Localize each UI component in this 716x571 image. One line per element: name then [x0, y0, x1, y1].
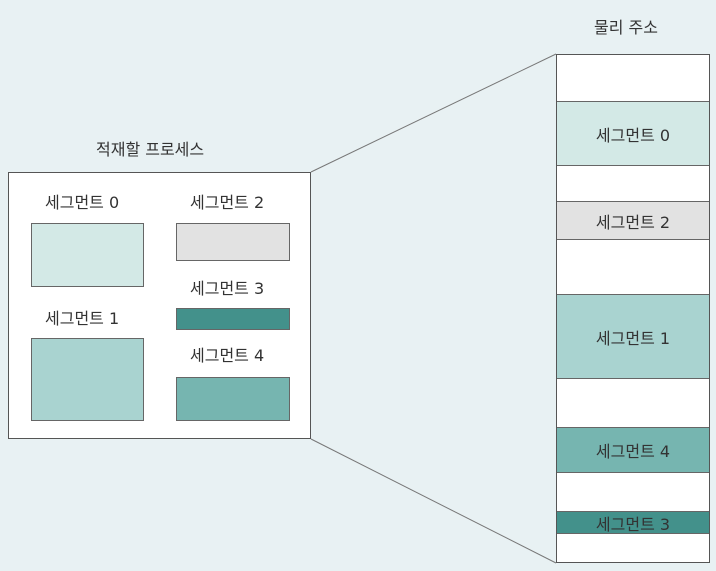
- process-segment-0-block: [31, 223, 144, 287]
- process-title: 적재할 프로세스: [96, 140, 205, 159]
- process-segment-4-block: [176, 377, 290, 421]
- memory-segment-4-label: 세그먼트 4: [595, 442, 671, 461]
- memory-segment-2-label: 세그먼트 2: [595, 212, 671, 232]
- process-segment-1-label: 세그먼트 1: [45, 309, 120, 328]
- memory-title: 물리 주소: [594, 18, 658, 37]
- process-segment-4-label: 세그먼트 4: [190, 346, 265, 365]
- process-segment-0-label: 세그먼트 0: [45, 193, 120, 212]
- process-box: 세그먼트 0 세그먼트 2 세그먼트 3 세그먼트 1 세그먼트 4: [8, 172, 311, 439]
- memory-segment-0-label: 세그먼트 0: [595, 125, 671, 145]
- memory-segment-1-label: 세그먼트 1: [595, 328, 671, 348]
- memory-segment-3-label: 세그먼트 3: [595, 514, 671, 534]
- memory-segment-2: 세그먼트 2: [557, 201, 709, 240]
- connector-bottom-line: [310, 438, 557, 564]
- memory-segment-4: 세그먼트 4: [557, 427, 709, 473]
- process-segment-3-block: [176, 308, 290, 330]
- memory-segment-1: 세그먼트 1: [557, 294, 709, 379]
- physical-memory-column: 세그먼트 0 세그먼트 2 세그먼트 1 세그먼트 4 세그먼트 3: [556, 54, 710, 563]
- process-segment-3-label: 세그먼트 3: [190, 279, 265, 298]
- process-segment-2-label: 세그먼트 2: [190, 193, 265, 212]
- process-segment-2-block: [176, 223, 290, 261]
- memory-segment-3: 세그먼트 3: [557, 511, 709, 534]
- process-segment-1-block: [31, 338, 144, 421]
- connector-top-line: [310, 53, 557, 173]
- memory-segment-0: 세그먼트 0: [557, 101, 709, 166]
